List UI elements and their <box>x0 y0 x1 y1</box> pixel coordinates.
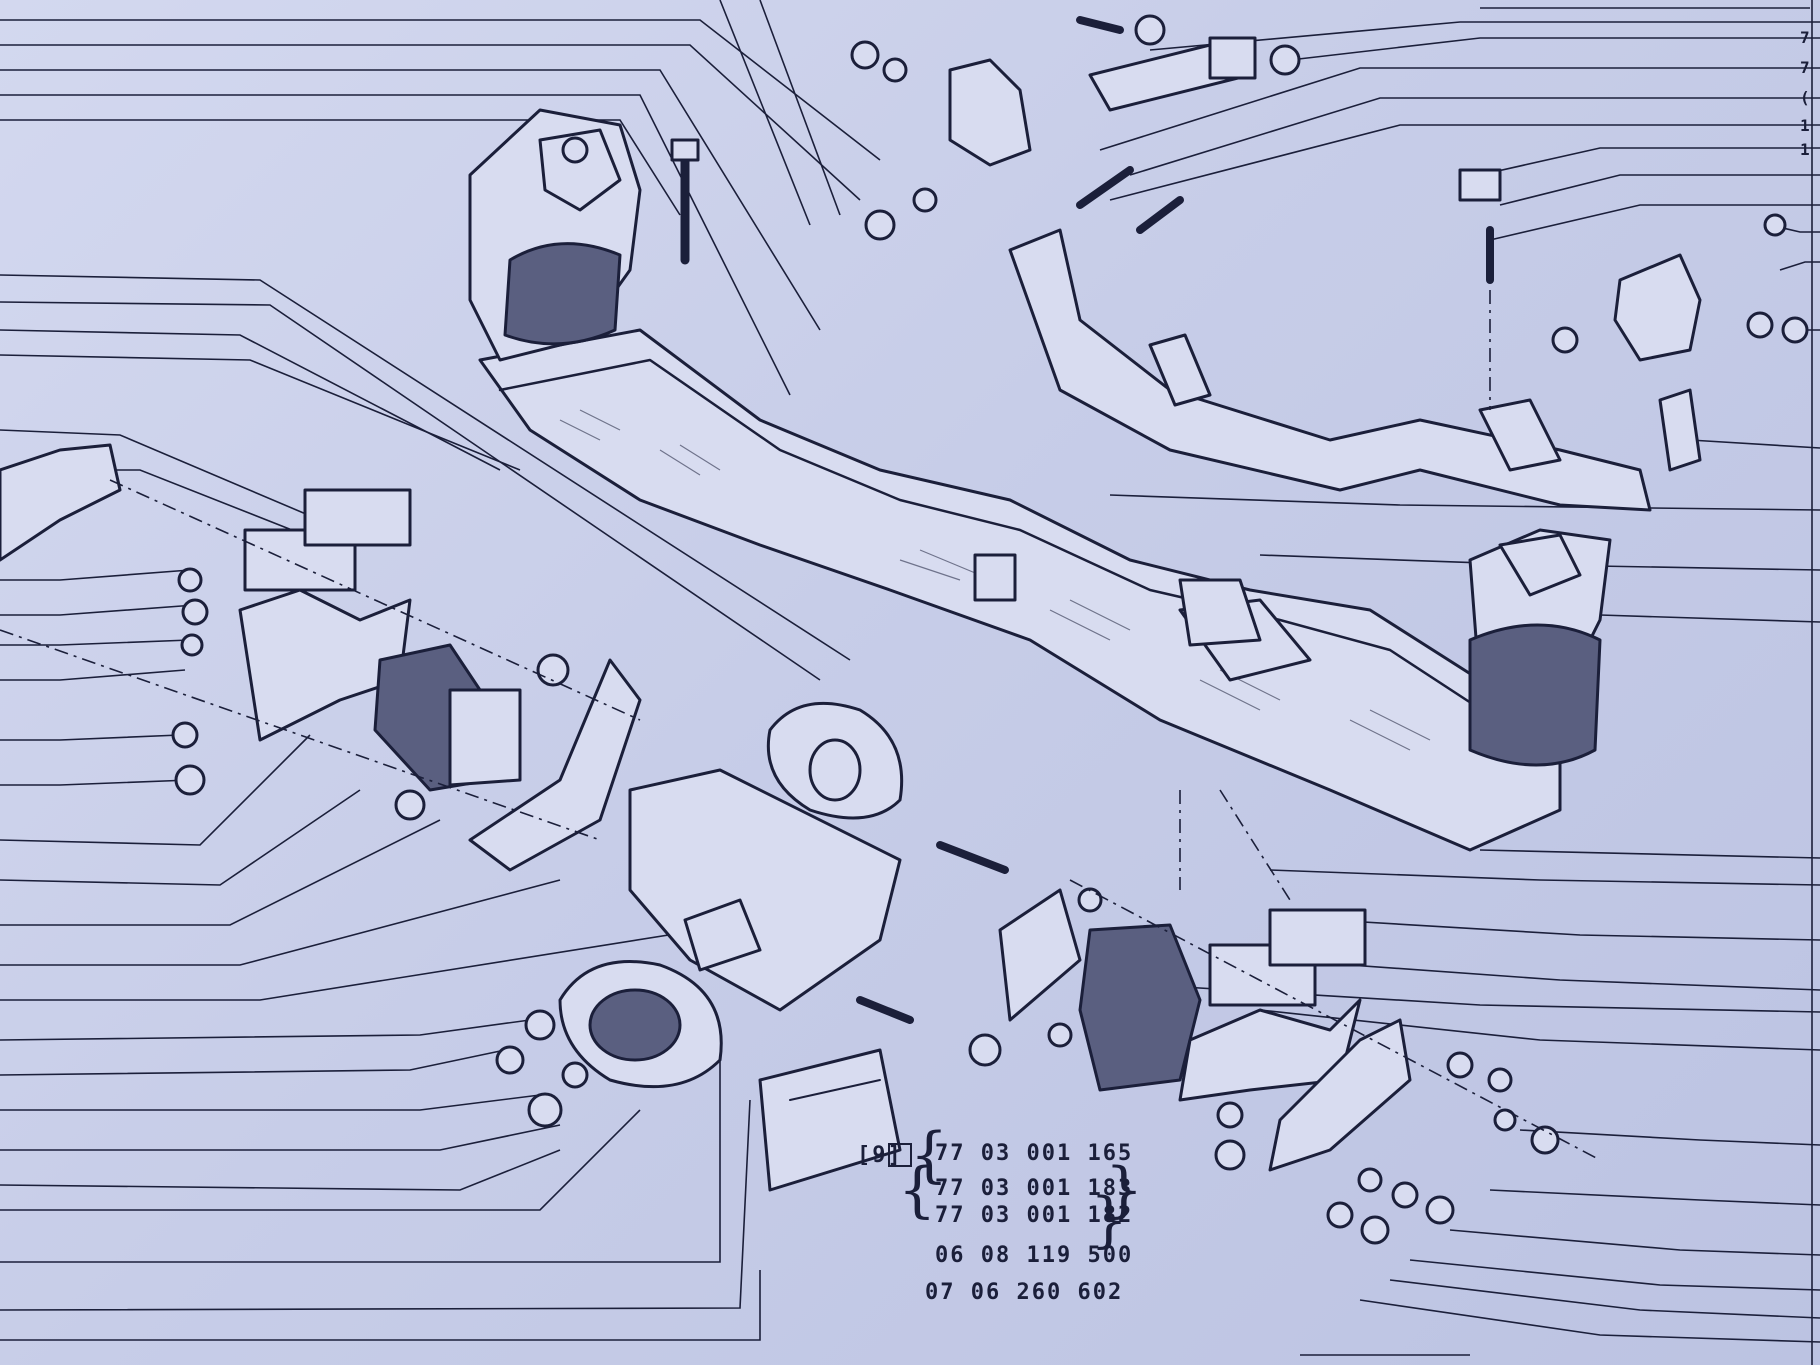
right-bracket-assembly <box>1458 168 1809 410</box>
left-brace: { <box>910 1120 949 1190</box>
edge-number: ( <box>1800 88 1810 107</box>
edge-number: 7 <box>1800 58 1810 77</box>
ref-77-03-001-183: 77 03 001 183 <box>935 1176 1134 1201</box>
right-brace-2: } <box>1090 1185 1129 1255</box>
top-link-assembly <box>670 14 1301 265</box>
edge-number: 7 <box>1800 28 1810 47</box>
ref-07-06-260-602: 07 06 260 602 <box>925 1280 1124 1305</box>
leader-lines-left <box>0 274 851 1341</box>
left-brace-2: { <box>898 1155 937 1225</box>
quantity-box <box>888 1143 912 1167</box>
edge-number: 1 <box>1800 116 1810 135</box>
leader-lines-top <box>0 0 881 396</box>
right-lower-mount-assembly <box>998 789 1601 1245</box>
left-mount-assembly <box>0 443 642 872</box>
upper-right-bar <box>1008 228 1702 512</box>
edge-number: 1 <box>1800 140 1810 159</box>
main-crossmember <box>468 108 1612 852</box>
ref-77-03-001-165: 77 03 001 165 <box>935 1141 1134 1166</box>
ref-06-08-119-500: 06 08 119 500 <box>935 1243 1134 1268</box>
right-brace: } <box>1105 1155 1144 1225</box>
center-lower-assembly <box>495 701 1103 1192</box>
ref-77-03-001-182: 77 03 001 182 <box>935 1203 1134 1228</box>
